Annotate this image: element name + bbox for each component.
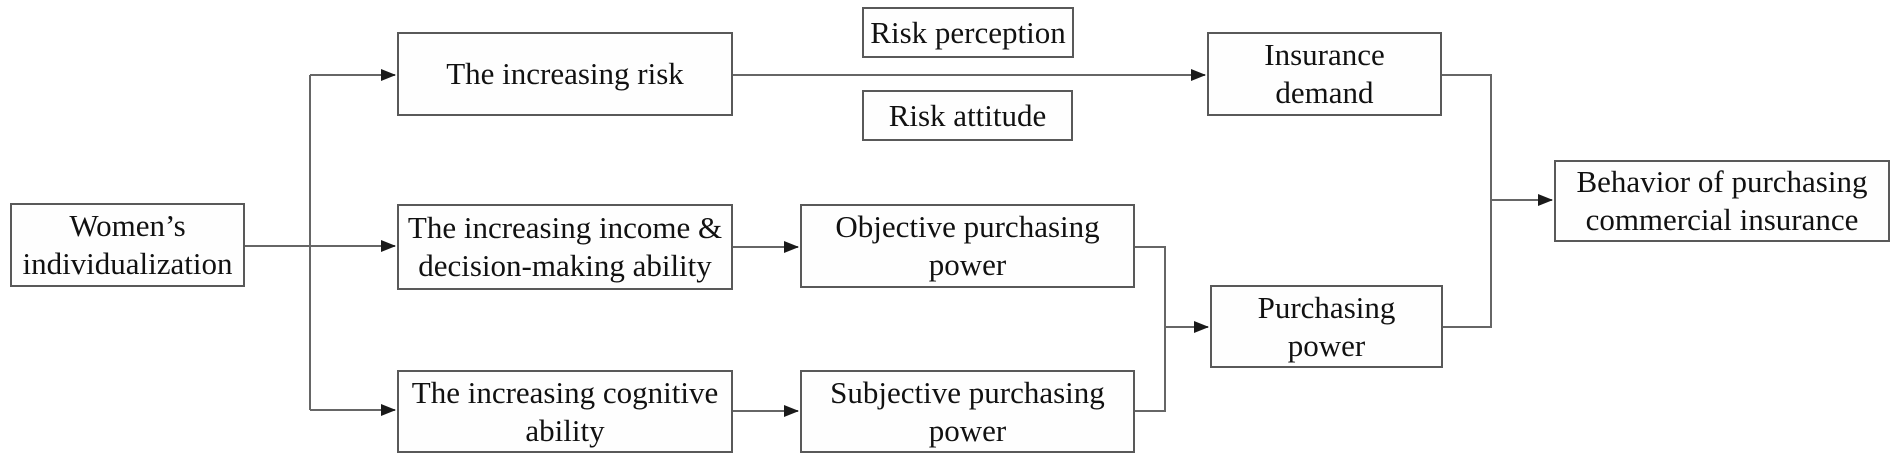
node-purchasing-power: Purchasing power — [1210, 285, 1443, 368]
node-increasing-income: The increasing income & decision-making … — [397, 204, 733, 290]
node-insurance-demand: Insurance demand — [1207, 32, 1442, 116]
node-increasing-risk: The increasing risk — [397, 32, 733, 116]
connector-subjective-join — [1135, 327, 1166, 412]
node-risk-perception: Risk perception — [862, 7, 1074, 58]
connector-purchasing-join — [1443, 200, 1492, 328]
node-behavior-of-purchasing: Behavior of purchasing commercial insura… — [1554, 160, 1890, 242]
node-risk-attitude: Risk attitude — [862, 90, 1073, 141]
node-objective-purchasing-power: Objective purchasing power — [800, 204, 1135, 288]
node-subjective-purchasing-power: Subjective purchasing power — [800, 370, 1135, 453]
node-womens-individualization: Women’s individualization — [10, 203, 245, 287]
connector-insurance-join — [1442, 74, 1492, 200]
node-increasing-cognitive: The increasing cognitive ability — [397, 370, 733, 453]
connector-objective-join — [1135, 246, 1166, 327]
